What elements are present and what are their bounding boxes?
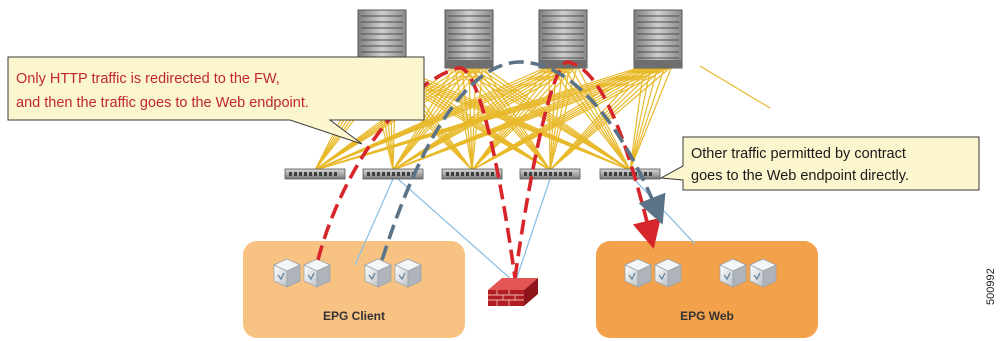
fabric-link <box>468 65 551 171</box>
direct-path-client-to-web <box>380 60 666 261</box>
figure-id: 500992 <box>985 268 997 305</box>
http-path-client-to-firewall <box>316 66 517 279</box>
spine-switch-icon <box>633 9 683 69</box>
fabric-link <box>461 65 551 171</box>
http-path-firewall-to-web <box>513 60 661 279</box>
epg-client-box <box>243 241 465 338</box>
fabric-link <box>699 65 771 109</box>
fabric-link <box>629 65 673 171</box>
endpoint-links <box>354 178 696 281</box>
fabric-link <box>471 65 557 171</box>
fabric-link <box>482 65 551 171</box>
left-callout-bubble <box>7 56 425 145</box>
right-callout-bubble <box>659 136 980 191</box>
leaf-switch-icon <box>441 168 503 180</box>
link-leaf2-firewall <box>397 178 513 281</box>
fabric-link <box>548 65 551 171</box>
fabric-link <box>629 65 666 171</box>
fabric-link <box>392 65 673 171</box>
leaf-switches <box>284 168 661 180</box>
spine-switch-icon <box>538 9 588 69</box>
fabric-link <box>392 65 463 171</box>
fabric-link <box>549 65 571 171</box>
endpoint-cube-icon <box>749 258 777 288</box>
firewall-icon <box>488 278 538 306</box>
endpoint-cube-icon <box>364 258 392 288</box>
fabric-link <box>454 65 473 171</box>
left-callout-line-2: and then the traffic goes to the Web end… <box>16 95 309 111</box>
spine-switch-icon <box>444 9 494 69</box>
fabric-link <box>549 65 564 171</box>
endpoint-cube-icon <box>624 258 652 288</box>
left-callout-text: Only HTTP traffic is redirected to the F… <box>16 71 309 111</box>
fabric-link <box>471 65 550 171</box>
fabric-link <box>471 65 673 171</box>
epg-client-label: EPG Client <box>323 309 385 323</box>
fabric-link <box>549 65 645 171</box>
endpoints <box>273 258 777 288</box>
endpoint-cube-icon <box>394 258 422 288</box>
leaf-switch-icon <box>599 168 661 180</box>
fabric-link <box>314 65 673 171</box>
link-leaf2-client <box>354 178 394 266</box>
endpoint-cube-icon <box>273 258 301 288</box>
endpoint-cube-icon <box>719 258 747 288</box>
fabric-link <box>555 65 631 171</box>
fabric-link <box>549 65 673 171</box>
left-callout-line-1: Only HTTP traffic is redirected to the F… <box>16 71 280 87</box>
link-leaf4-firewall <box>515 178 551 281</box>
fabric-link <box>475 65 551 171</box>
fabric-link <box>629 65 652 171</box>
right-callout-text: Other traffic permitted by contract goes… <box>691 146 910 184</box>
fabric-link <box>461 65 631 171</box>
fabric-link <box>629 65 659 171</box>
leaf-switch-icon <box>284 168 346 180</box>
epg-web-label: EPG Web <box>680 309 734 323</box>
leaf-switch-icon <box>519 168 581 180</box>
fabric-link <box>461 65 473 171</box>
endpoint-cube-icon <box>654 258 682 288</box>
epg-web-box <box>596 241 818 338</box>
right-callout-line-1: Other traffic permitted by contract <box>691 146 906 162</box>
fabric-link <box>549 65 652 171</box>
endpoint-cube-icon <box>303 258 331 288</box>
fabric-link <box>549 65 659 171</box>
fabric-link <box>548 65 631 171</box>
fabric-link <box>629 65 645 171</box>
right-callout-line-2: goes to the Web endpoint directly. <box>691 168 909 184</box>
